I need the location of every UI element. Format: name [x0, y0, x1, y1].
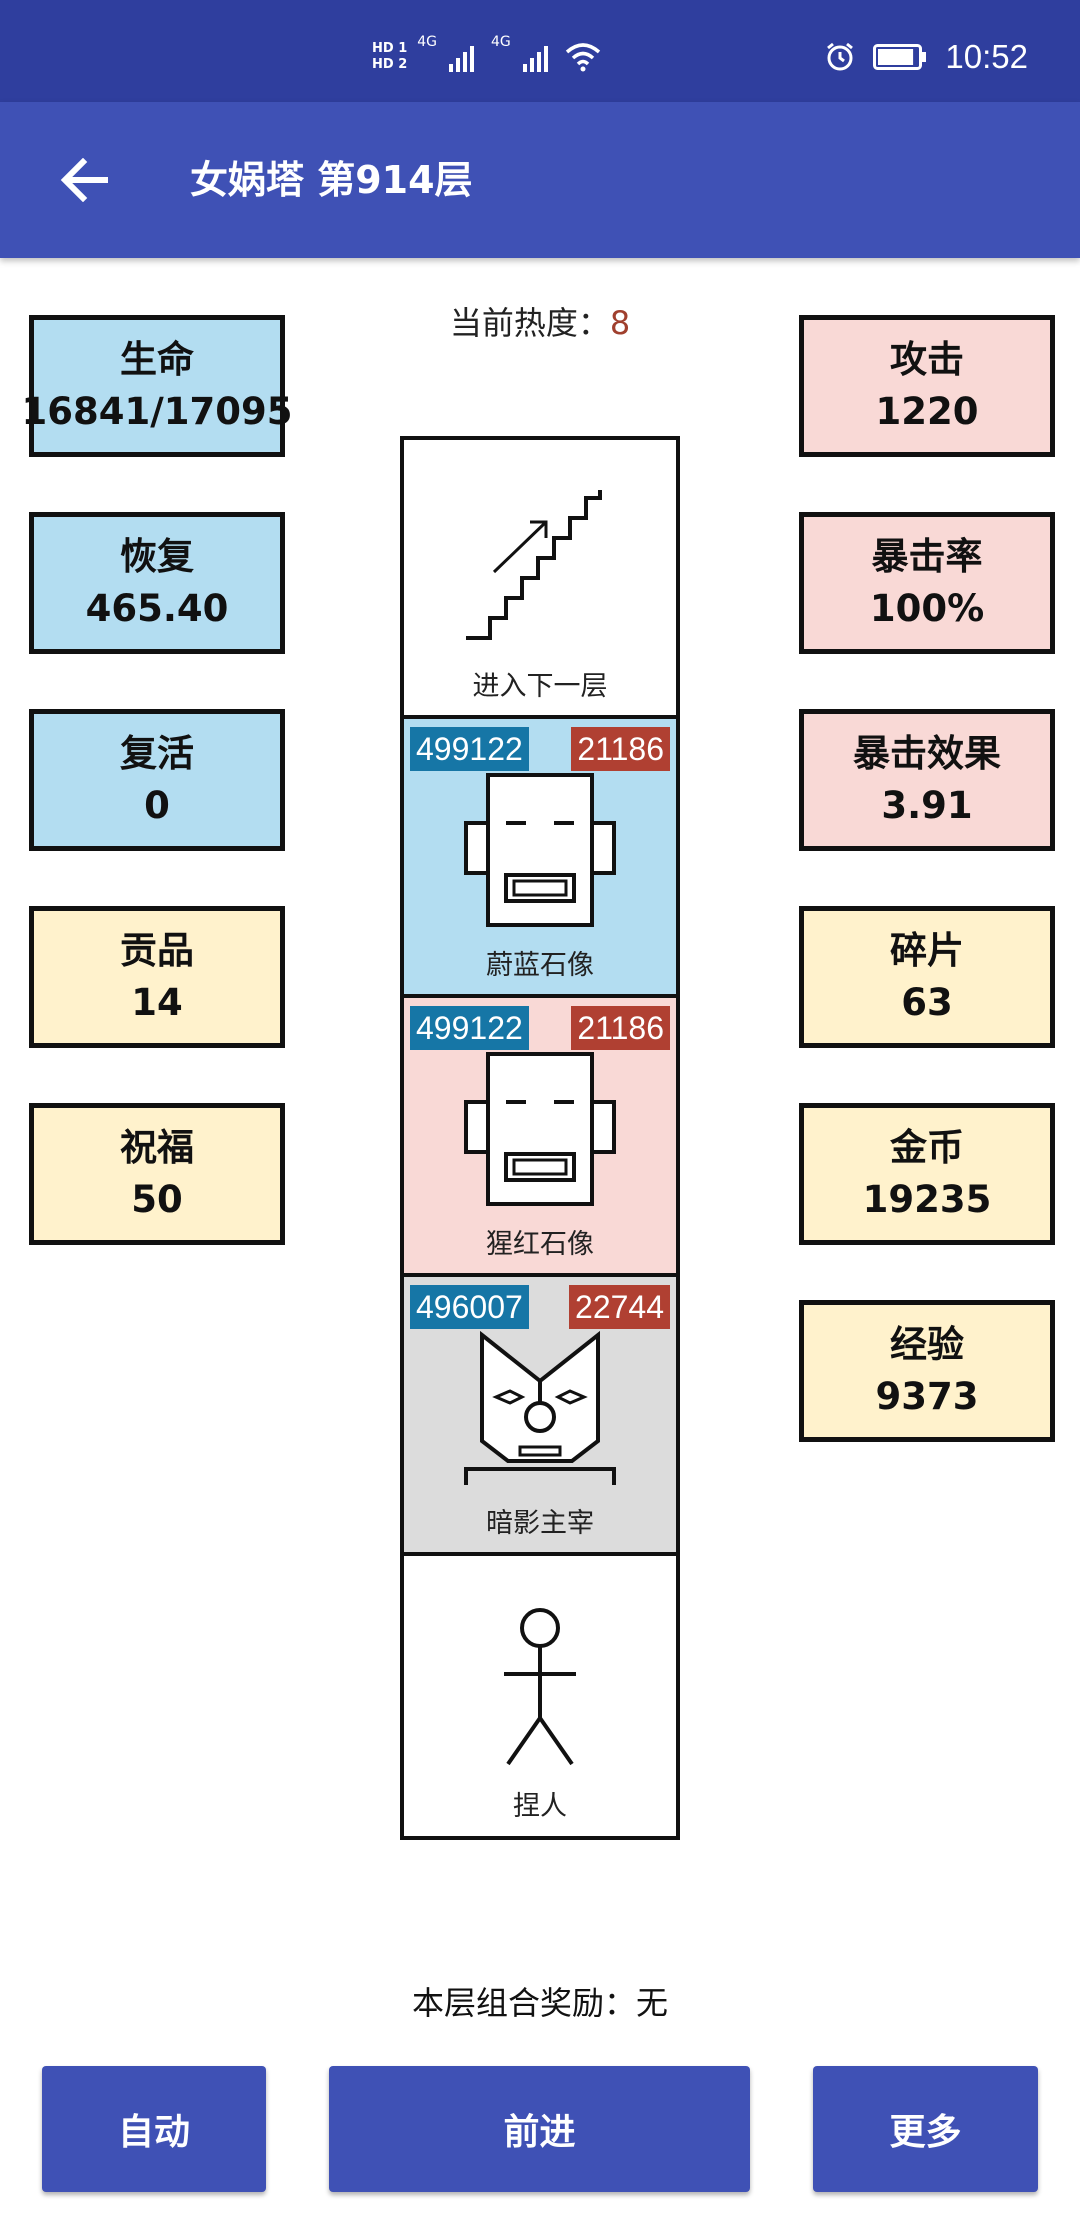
stick-figure-icon	[504, 1608, 576, 1766]
signal-4g-label-2: 4G	[491, 34, 511, 50]
tower-cell-player[interactable]: 捏人	[404, 1556, 676, 1835]
wifi-icon	[565, 43, 600, 72]
tower-cell-crimson-statue[interactable]: 499122 21186 猩红石像	[404, 998, 676, 1277]
signal-4g-label: 4G	[417, 34, 438, 50]
stat-card-tribute: 贡品 14	[29, 906, 285, 1048]
stat-card-fragments: 碎片 63	[799, 906, 1055, 1048]
page-title: 女娲塔 第914层	[190, 158, 473, 202]
tower-cell-shadow-lord[interactable]: 496007 22744 暗影主宰	[404, 1277, 676, 1556]
forward-button[interactable]: 前进	[329, 2066, 750, 2192]
tower-cell-next-floor[interactable]: 进入下一层	[404, 440, 676, 719]
stat-label: 经验	[890, 1323, 964, 1366]
auto-button[interactable]: 自动	[42, 2066, 266, 2192]
status-right: 10:52	[825, 34, 1028, 80]
stat-card-revive: 复活 0	[29, 709, 285, 851]
stat-value: 100%	[869, 587, 985, 630]
status-bar: HD 1 HD 2 4G 4G 10:52	[0, 0, 1080, 102]
hd1-badge: HD 1	[372, 41, 408, 56]
stat-label: 复活	[120, 732, 194, 775]
stat-card-recovery: 恢复 465.40	[29, 512, 285, 654]
shadow-lord-icon	[464, 1330, 616, 1485]
tower-column: 进入下一层 499122 21186 蔚蓝石像 499122 21186 猩红石…	[400, 436, 680, 1840]
heat-value: 8	[609, 304, 631, 342]
hp-badge: 499122	[410, 727, 529, 771]
stat-label: 金币	[890, 1126, 964, 1169]
clock: 10:52	[945, 38, 1028, 75]
hd2-badge: HD 2	[372, 57, 408, 72]
stat-card-blessing: 祝福 50	[29, 1103, 285, 1245]
stat-label: 恢复	[120, 535, 194, 578]
cell-name: 蔚蓝石像	[486, 950, 594, 981]
cell-name: 进入下一层	[472, 671, 608, 702]
stat-card-experience: 经验 9373	[799, 1300, 1055, 1442]
stat-value: 14	[131, 981, 183, 1024]
stat-label: 攻击	[890, 338, 964, 381]
attack-badge: 22744	[569, 1285, 670, 1329]
stat-card-attack: 攻击 1220	[799, 315, 1055, 457]
cell-name: 捏人	[513, 1791, 567, 1822]
stat-label: 暴击效果	[853, 732, 1001, 775]
arrow-left-icon	[60, 158, 108, 202]
cell-name: 猩红石像	[486, 1229, 594, 1260]
floor-reward: 本层组合奖励：无	[411, 1984, 668, 2022]
hp-badge: 496007	[410, 1285, 529, 1329]
stat-value: 19235	[862, 1178, 992, 1221]
stat-label: 祝福	[120, 1126, 194, 1169]
stat-value: 63	[901, 981, 953, 1024]
battery-icon	[873, 44, 927, 70]
stat-value: 9373	[875, 1375, 979, 1418]
hd-badges: HD 1 HD 2	[372, 41, 407, 73]
statue-icon	[464, 1052, 616, 1206]
tower-cell-azure-statue[interactable]: 499122 21186 蔚蓝石像	[404, 719, 676, 998]
attack-badge: 21186	[571, 727, 670, 771]
app-bar: 女娲塔 第914层	[0, 102, 1080, 258]
cell-signal-icon-2	[522, 46, 548, 72]
stat-card-life: 生命 16841/17095	[22, 315, 292, 457]
back-button[interactable]	[52, 148, 116, 212]
stairs-icon	[466, 490, 602, 640]
stat-value: 465.40	[85, 587, 229, 630]
statue-icon	[464, 773, 616, 927]
heat-label: 当前热度：	[449, 304, 610, 342]
stat-value: 16841/17095	[21, 390, 293, 433]
heat-indicator: 当前热度：8	[0, 298, 1080, 344]
hp-badge: 499122	[410, 1006, 529, 1050]
stat-value: 50	[131, 1178, 183, 1221]
stat-card-crit-effect: 暴击效果 3.91	[799, 709, 1055, 851]
stat-value: 0	[144, 784, 170, 827]
attack-badge: 21186	[571, 1006, 670, 1050]
cell-name: 暗影主宰	[486, 1508, 594, 1539]
stat-label: 贡品	[120, 929, 194, 972]
stat-value: 3.91	[881, 784, 973, 827]
stat-card-crit-rate: 暴击率 100%	[799, 512, 1055, 654]
stat-label: 暴击率	[871, 535, 983, 578]
cell-signal-icon	[449, 46, 475, 72]
stat-label: 生命	[120, 338, 194, 381]
more-button[interactable]: 更多	[813, 2066, 1038, 2192]
alarm-icon	[827, 42, 854, 71]
stat-value: 1220	[875, 390, 979, 433]
stat-card-gold: 金币 19235	[799, 1103, 1055, 1245]
signal-indicators: HD 1 HD 2 4G 4G	[372, 34, 601, 80]
stat-label: 碎片	[890, 929, 964, 972]
